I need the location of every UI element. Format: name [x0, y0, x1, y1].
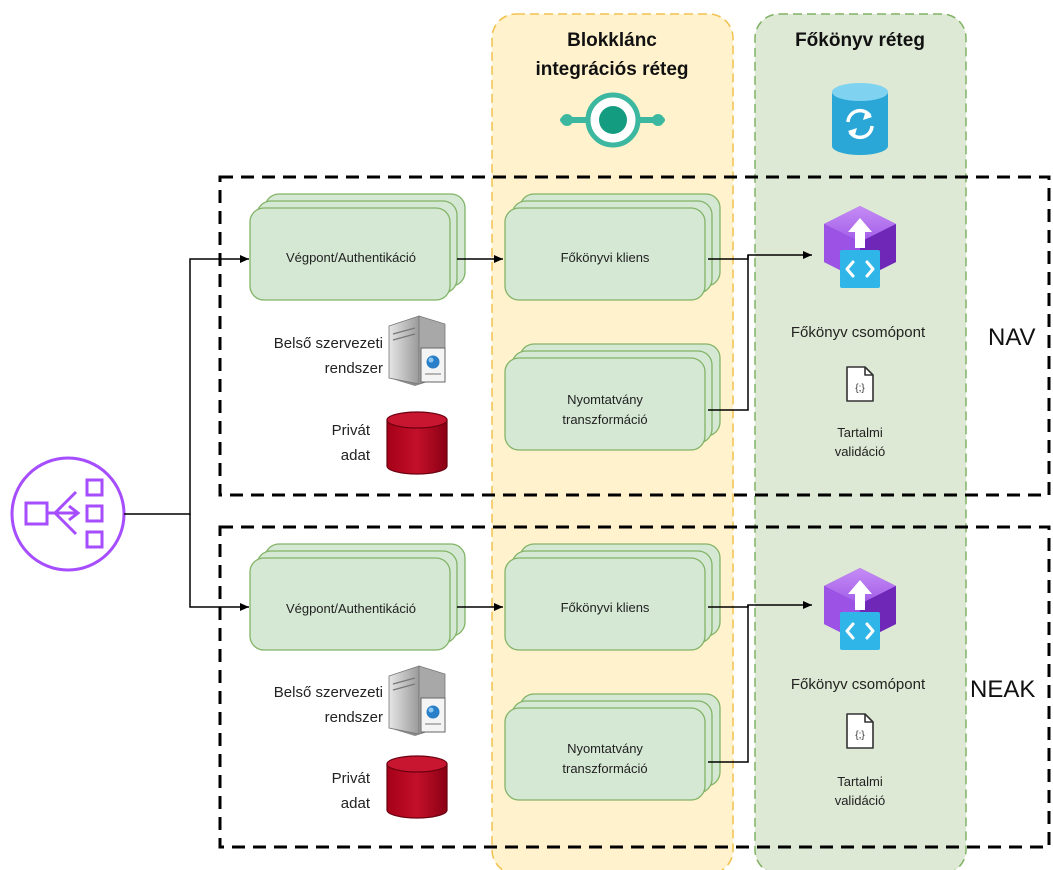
- group-label: NEAK: [970, 676, 1035, 703]
- content-validation-label-line2: validáció: [835, 444, 886, 459]
- form-transform-label-line1: Nyomtatvány: [567, 392, 643, 407]
- endpoint-stack: [249, 193, 466, 301]
- ledger-lane-title: Főkönyv réteg: [795, 30, 925, 51]
- group-label: NAV: [988, 324, 1036, 351]
- internal-system-label-line1: Belső szervezeti: [274, 684, 383, 701]
- content-validation-label-line1: Tartalmi: [837, 425, 883, 440]
- private-data-label-line1: Privát: [332, 770, 371, 787]
- endpoint-label: Végpont/Authentikáció: [286, 250, 416, 265]
- private-data-label-line2: adat: [341, 447, 371, 464]
- database-cylinder-icon: [386, 755, 448, 819]
- flow-connectors: [457, 251, 812, 411]
- ledger-layer-lane: Főkönyv réteg: [754, 13, 967, 870]
- ledger-node-label: Főkönyv csomópont: [791, 676, 926, 693]
- private-data-label-line2: adat: [341, 795, 371, 812]
- group-neak: Végpont/Authentikáció Főkönyvi kliens Ny…: [249, 543, 1035, 819]
- ledger-node-label: Főkönyv csomópont: [791, 324, 926, 341]
- group-border-nav: [218, 175, 1051, 497]
- form-transform-label-line2: transzformáció: [562, 412, 647, 427]
- internal-system-label-line2: rendszer: [325, 709, 383, 726]
- group-border-neak: [218, 525, 1051, 849]
- form-transform-label-line2: transzformáció: [562, 761, 647, 776]
- integration-lane-title-line2: integrációs réteg: [535, 59, 688, 80]
- endpoint-label: Végpont/Authentikáció: [286, 601, 416, 616]
- ledger-client-label: Főkönyvi kliens: [561, 600, 650, 615]
- server-icon: [388, 315, 446, 387]
- router-fanout-icon: [10, 456, 126, 572]
- database-cylinder-icon: [386, 411, 448, 475]
- json-document-icon: [846, 366, 874, 402]
- router-branch-connectors: [124, 255, 249, 611]
- content-validation-label-line2: validáció: [835, 793, 886, 808]
- server-icon: [388, 665, 446, 737]
- blockchain-icon: [560, 92, 665, 148]
- group-nav: Végpont/Authentikáció Főkönyvi kliens Ny…: [249, 193, 1036, 475]
- flow-connectors: [457, 601, 812, 763]
- private-data-label-line1: Privát: [332, 422, 371, 439]
- ledger-client-label: Főkönyvi kliens: [561, 250, 650, 265]
- database-sync-icon: [832, 83, 888, 155]
- endpoint-stack: [249, 543, 466, 651]
- internal-system-label-line1: Belső szervezeti: [274, 335, 383, 352]
- json-document-icon: [846, 713, 874, 749]
- integration-lane-title-line1: Blokklánc: [567, 30, 657, 51]
- internal-system-label-line2: rendszer: [325, 360, 383, 377]
- ledger-client-stack: [504, 543, 721, 651]
- content-validation-label-line1: Tartalmi: [837, 774, 883, 789]
- ledger-client-stack: [504, 193, 721, 301]
- form-transform-label-line1: Nyomtatvány: [567, 741, 643, 756]
